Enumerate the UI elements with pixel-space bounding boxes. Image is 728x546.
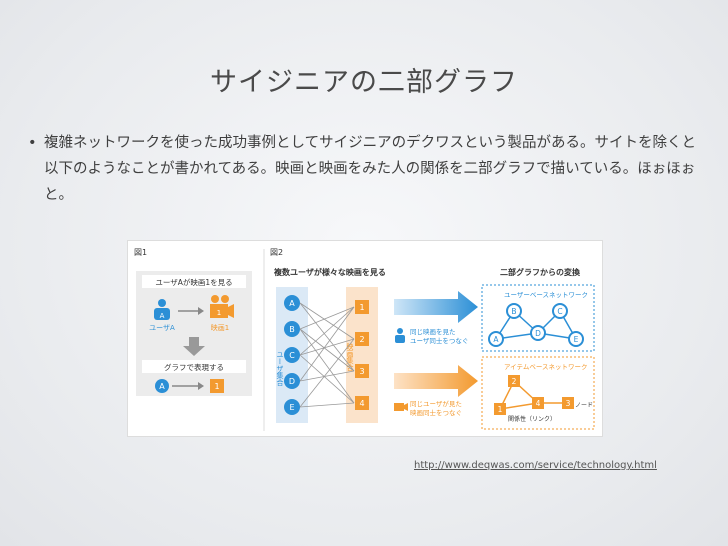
node-label: ノード bbox=[575, 402, 593, 409]
movie-node bbox=[355, 396, 369, 410]
user-node bbox=[284, 295, 300, 311]
fig2-label: 図2 bbox=[270, 248, 283, 257]
fig1-header2: グラフで表現する bbox=[164, 362, 224, 372]
bullet-dot: • bbox=[28, 135, 37, 151]
user-network-node-label: B bbox=[511, 307, 516, 316]
item-network: 1 2 3 4 bbox=[494, 375, 574, 415]
bipartite-movies: 1 2 3 4 bbox=[355, 300, 369, 410]
slide-title: サイジニアの二部グラフ bbox=[210, 67, 518, 98]
camera-icon bbox=[394, 403, 408, 411]
arrow2-label-1: 同じユーザが見た bbox=[410, 399, 462, 408]
source-link[interactable]: http://www.deqwas.com/service/technology… bbox=[414, 460, 657, 471]
item-network-node-label: 1 bbox=[498, 405, 503, 414]
graph-node-a bbox=[155, 379, 169, 393]
item-network-node bbox=[562, 397, 574, 409]
user-node bbox=[284, 373, 300, 389]
user-node bbox=[284, 399, 300, 415]
user-network: A B C D E bbox=[488, 303, 584, 347]
bipartite-edges bbox=[299, 302, 355, 408]
movie-node bbox=[355, 364, 369, 378]
user-network-node bbox=[552, 303, 568, 319]
user-network-node-label: C bbox=[557, 307, 562, 316]
bipartite-edge bbox=[299, 306, 355, 382]
bipartite-edge bbox=[299, 328, 355, 404]
graph-node-1 bbox=[210, 379, 224, 393]
user-a-icon: A bbox=[154, 299, 170, 320]
fig1-header1-box bbox=[142, 275, 246, 288]
user-network-node-label: A bbox=[493, 335, 499, 344]
item-network-node bbox=[508, 375, 520, 387]
fig1-panel bbox=[136, 271, 252, 396]
bipartite-edge bbox=[299, 338, 355, 408]
fig1-header1: ユーザAが映画1を見る bbox=[155, 277, 232, 287]
user-network-node bbox=[506, 303, 522, 319]
user-node bbox=[284, 347, 300, 363]
user-node-label: B bbox=[289, 325, 295, 334]
movie-node bbox=[355, 300, 369, 314]
user-node-label: D bbox=[289, 377, 295, 386]
fig2-transform-header: 二部グラフからの変換 bbox=[500, 267, 581, 277]
graph-node-1-label: 1 bbox=[214, 382, 219, 391]
bipartite-edge bbox=[299, 338, 355, 356]
item-network-box bbox=[481, 356, 595, 430]
item-network-node bbox=[494, 403, 506, 415]
movie-node-label: 3 bbox=[359, 367, 364, 376]
user-network-node-label: D bbox=[535, 329, 541, 338]
arrow1-label-1: 同じ映画を見た bbox=[410, 327, 456, 336]
user-a-label: ユーザA bbox=[149, 324, 175, 332]
arrow-user-network-icon bbox=[394, 291, 478, 323]
figure-svg: 図1 ユーザAが映画1を見る A ユーザA 1 映画1 グラフで表現する A 1… bbox=[134, 248, 595, 431]
bipartite-edge bbox=[299, 402, 355, 408]
user-node bbox=[284, 321, 300, 337]
fig1-label: 図1 bbox=[134, 248, 147, 257]
arrow1-label-2: ユーザ同士をつなぐ bbox=[410, 336, 468, 345]
user-node-label: A bbox=[289, 299, 295, 308]
user-network-title: ユーザーベースネットワーク bbox=[504, 291, 588, 299]
user-node-label: C bbox=[289, 351, 295, 360]
arrow-item-network-icon bbox=[394, 365, 478, 397]
link-label: 関係性（リンク） bbox=[508, 415, 556, 423]
bipartite-edge bbox=[299, 328, 355, 372]
item-network-node-label: 2 bbox=[512, 377, 517, 386]
bullet-text: 複雑ネットワークを使った成功事例としてサイジニアのデクワスという製品がある。サイ… bbox=[44, 135, 697, 203]
movies-group-label: 映画集合 bbox=[346, 342, 354, 372]
item-network-node bbox=[532, 397, 544, 409]
bipartite-edge bbox=[299, 306, 355, 356]
graph-edge-arrow-icon bbox=[198, 382, 204, 390]
bipartite-edge bbox=[299, 302, 355, 372]
bipartite-edge bbox=[299, 302, 355, 340]
user-network-node-label: E bbox=[574, 335, 579, 344]
bullet-list: • 複雑ネットワークを使った成功事例としてサイジニアのデクワスという製品がある。… bbox=[28, 130, 700, 208]
item-network-title: アイテムベースネットワーク bbox=[504, 363, 588, 371]
bipartite-edge bbox=[299, 306, 355, 330]
movie-node-label: 2 bbox=[359, 335, 364, 344]
movie-1-label: 映画1 bbox=[211, 323, 229, 332]
item-network-node-label: 4 bbox=[536, 399, 541, 408]
fig2-header: 複数ユーザが様々な映画を見る bbox=[273, 267, 386, 277]
user-icon bbox=[395, 328, 405, 343]
arrow-down-icon bbox=[183, 337, 205, 356]
bipartite-figure: 図1 ユーザAが映画1を見る A ユーザA 1 映画1 グラフで表現する A 1… bbox=[127, 240, 603, 437]
movie-1-num: 1 bbox=[217, 309, 221, 317]
bipartite-edge bbox=[299, 370, 355, 382]
item-network-edge bbox=[499, 402, 539, 410]
movie-node-label: 4 bbox=[359, 399, 364, 408]
user-network-node bbox=[568, 331, 584, 347]
user-a-letter: A bbox=[160, 312, 165, 320]
movie-node-label: 1 bbox=[359, 303, 364, 312]
item-network-node-label: 3 bbox=[566, 399, 571, 408]
bipartite-users: A B C D E bbox=[284, 295, 300, 415]
user-network-box bbox=[481, 284, 595, 352]
movie-camera-icon: 1 bbox=[210, 295, 234, 318]
arrow2-label-2: 映画同士をつなぐ bbox=[410, 408, 462, 417]
fig1-header2-box bbox=[142, 360, 246, 373]
arrow-right-icon bbox=[178, 307, 204, 315]
bipartite-edge bbox=[299, 354, 355, 404]
user-node-label: E bbox=[289, 403, 294, 412]
graph-node-a-label: A bbox=[159, 382, 165, 391]
movie-node bbox=[355, 332, 369, 346]
user-network-node bbox=[488, 331, 504, 347]
users-group-label: ユーザ集合 bbox=[276, 351, 284, 387]
user-network-node bbox=[530, 325, 546, 341]
